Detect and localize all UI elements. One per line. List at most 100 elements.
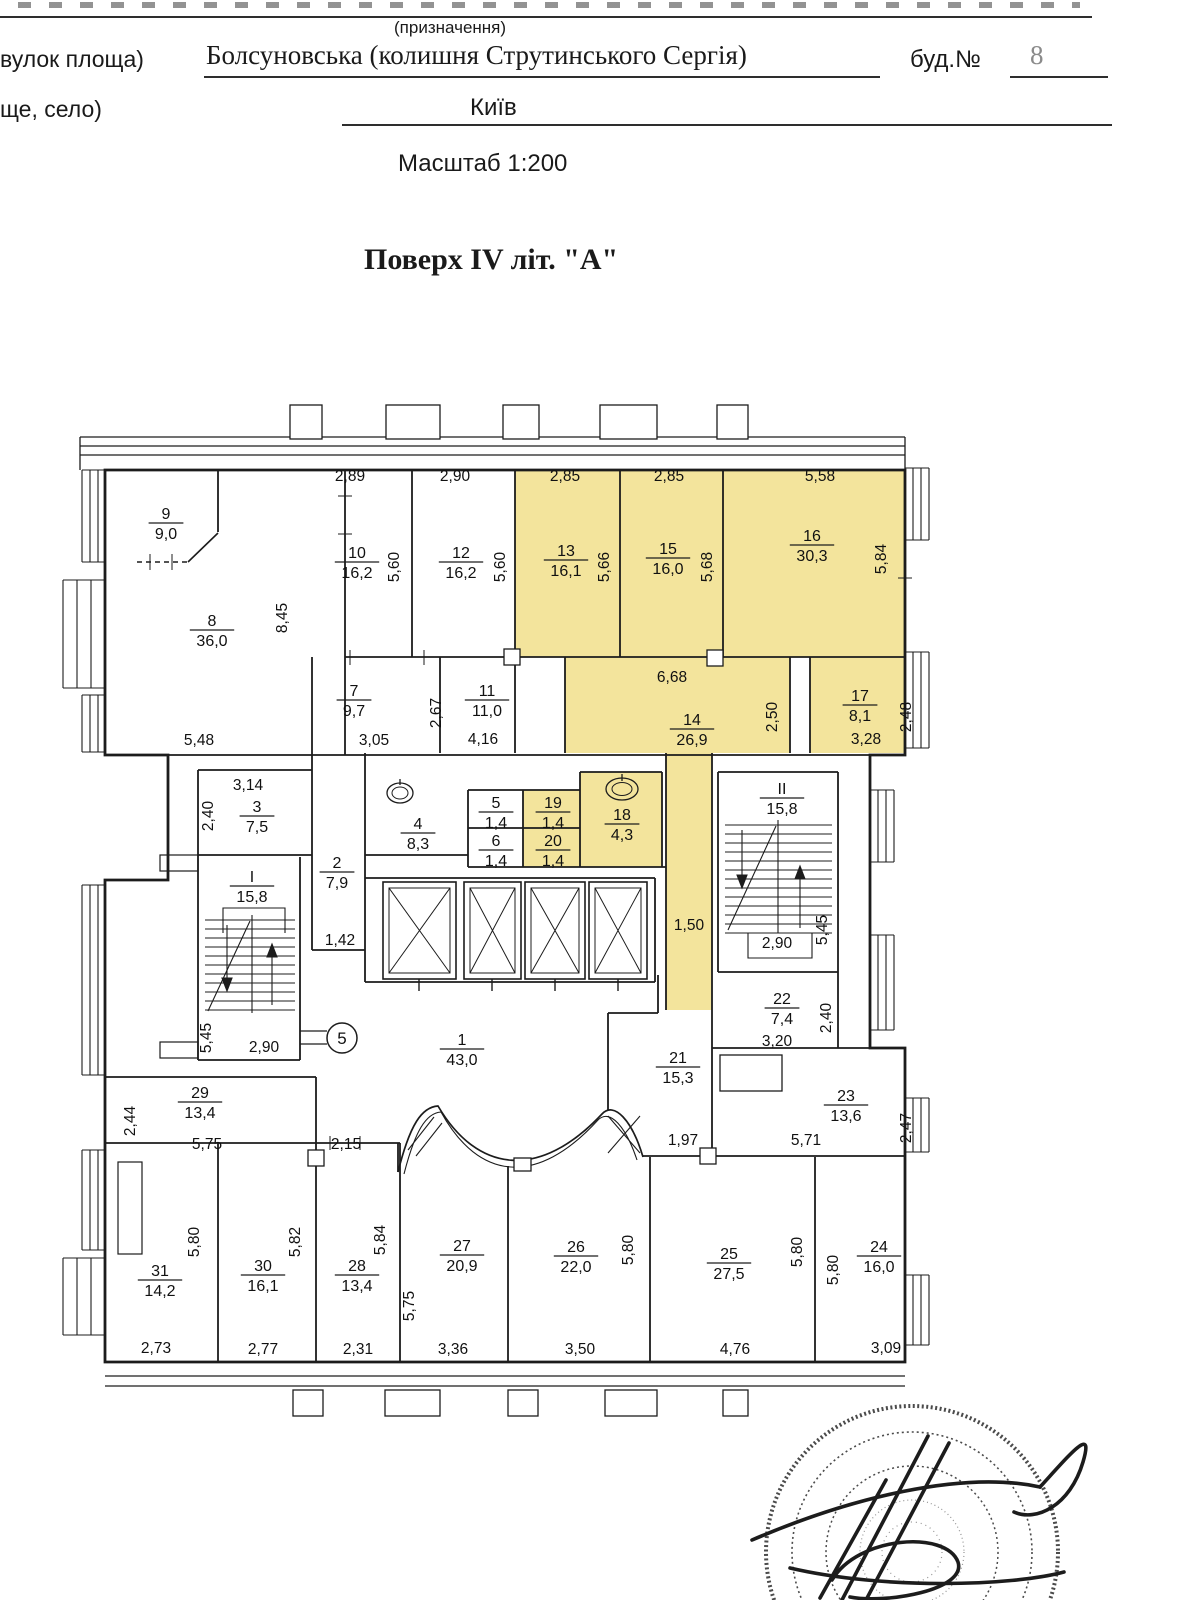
dim-label: 4,16 (468, 731, 498, 748)
room-area-30: 16,1 (247, 1278, 278, 1295)
sink-icon (386, 779, 414, 804)
elevator-shafts (382, 881, 648, 991)
dim-label: 5,45 (198, 1023, 215, 1053)
signature (750, 1434, 1088, 1600)
interior-walls (105, 470, 905, 1362)
room-number-10: 10 (348, 545, 366, 562)
dim-label: 5,58 (805, 468, 835, 485)
dim-label: 5,71 (791, 1132, 821, 1149)
room-area-21: 15,3 (662, 1070, 693, 1087)
dim-label: 5,80 (186, 1227, 203, 1258)
dim-label: 5,80 (825, 1255, 842, 1286)
room-area-20: 1,4 (542, 853, 564, 870)
dim-label: 2,48 (898, 702, 915, 732)
room-number-1: 1 (458, 1032, 467, 1049)
curved-wall (397, 1105, 644, 1175)
window-hatches (62, 467, 930, 1346)
room-area-I: 15,8 (236, 889, 267, 906)
room-area-5: 1,4 (485, 815, 507, 832)
room-area-6: 1,4 (485, 853, 507, 870)
dim-label: 3,14 (233, 777, 264, 794)
room-area-8: 36,0 (196, 633, 227, 650)
highlighted-areas (515, 470, 905, 1010)
cropped-text-row (18, 2, 1080, 8)
room-number-2: 2 (333, 855, 342, 872)
room-area-16: 30,3 (796, 548, 827, 565)
dim-label: 4,76 (720, 1341, 750, 1358)
room-number-4: 4 (414, 816, 423, 833)
dim-label: 3,20 (762, 1033, 793, 1050)
house-number-value: 8 (1030, 40, 1044, 70)
room-number-14: 14 (683, 712, 701, 729)
room-number-27: 27 (453, 1238, 471, 1255)
position-marker-circle (300, 1022, 358, 1054)
room-number-13: 13 (557, 543, 575, 560)
room-number-I: I (250, 869, 254, 886)
dim-label: 2,15 (331, 1136, 361, 1153)
purpose-note: (призначення) (394, 18, 507, 37)
form-rule-top (0, 16, 1092, 18)
room-number-29: 29 (191, 1085, 209, 1102)
dim-label: 2,90 (249, 1039, 280, 1056)
room-area-28: 13,4 (341, 1278, 372, 1295)
room-area-23: 13,6 (830, 1108, 861, 1125)
dim-label: 5,66 (596, 552, 613, 582)
room-area-14: 26,9 (676, 732, 707, 749)
street-underline (204, 76, 880, 78)
street-label-fragment: вулок площа) (0, 46, 144, 72)
room-area-29: 13,4 (184, 1105, 215, 1122)
room-area-27: 20,9 (446, 1258, 477, 1275)
dim-label: 2,67 (428, 698, 445, 728)
dim-label: 2,31 (343, 1341, 373, 1358)
dim-label: 2,73 (141, 1340, 171, 1357)
dim-label: 5,84 (873, 544, 890, 575)
room-area-15: 16,0 (652, 561, 683, 578)
room-area-12: 16,2 (445, 565, 476, 582)
room-area-24: 16,0 (863, 1259, 894, 1276)
dim-label: 2,90 (440, 468, 471, 485)
dim-label: 5,82 (287, 1227, 304, 1257)
room-number-28: 28 (348, 1258, 366, 1275)
room-area-9: 9,0 (155, 526, 177, 543)
scale-text: Масштаб 1:200 (398, 150, 568, 177)
sink-icon (605, 774, 639, 801)
dim-label: 2,77 (248, 1341, 278, 1358)
room-number-26: 26 (567, 1239, 585, 1256)
room-number-18: 18 (613, 807, 631, 824)
room-area-3: 7,5 (246, 819, 268, 836)
dim-label: 5,60 (492, 552, 509, 583)
room-area-19: 1,4 (542, 815, 564, 832)
room-number-9: 9 (162, 506, 171, 523)
room-number-25: 25 (720, 1246, 738, 1263)
city-value: Київ (470, 94, 517, 121)
room-area-22: 7,4 (771, 1011, 793, 1028)
dim-label: 5,80 (789, 1237, 806, 1268)
room-number-20: 20 (544, 833, 562, 850)
dim-label: 3,05 (359, 732, 389, 749)
room-number-17: 17 (851, 688, 869, 705)
room-number-23: 23 (837, 1088, 855, 1105)
dim-label: 5,45 (814, 915, 831, 945)
room-area-11: 11,0 (472, 703, 502, 720)
room-number-16: 16 (803, 528, 821, 545)
plan-fixtures (117, 495, 912, 1255)
dim-label: 5,84 (372, 1225, 389, 1256)
room-number-31: 31 (151, 1263, 169, 1280)
dim-label: 3,50 (565, 1341, 596, 1358)
dim-label: 6,68 (657, 669, 687, 686)
room-number-3: 3 (253, 799, 262, 816)
dim-label: 2,47 (898, 1113, 915, 1143)
dim-label: 5,48 (184, 732, 214, 749)
room-area-18: 4,3 (611, 827, 633, 844)
room-area-31: 14,2 (144, 1283, 175, 1300)
room-number-8: 8 (208, 613, 217, 630)
room-number-7: 7 (350, 683, 359, 700)
room-area-1: 43,0 (446, 1052, 477, 1069)
dim-label: 2,44 (122, 1106, 139, 1137)
stairwell-two (725, 820, 832, 959)
stamp-seal (764, 1404, 1060, 1600)
stairwell-one (205, 907, 295, 1013)
street-value: Болсуновська (колишня Струтинського Серг… (206, 40, 747, 70)
